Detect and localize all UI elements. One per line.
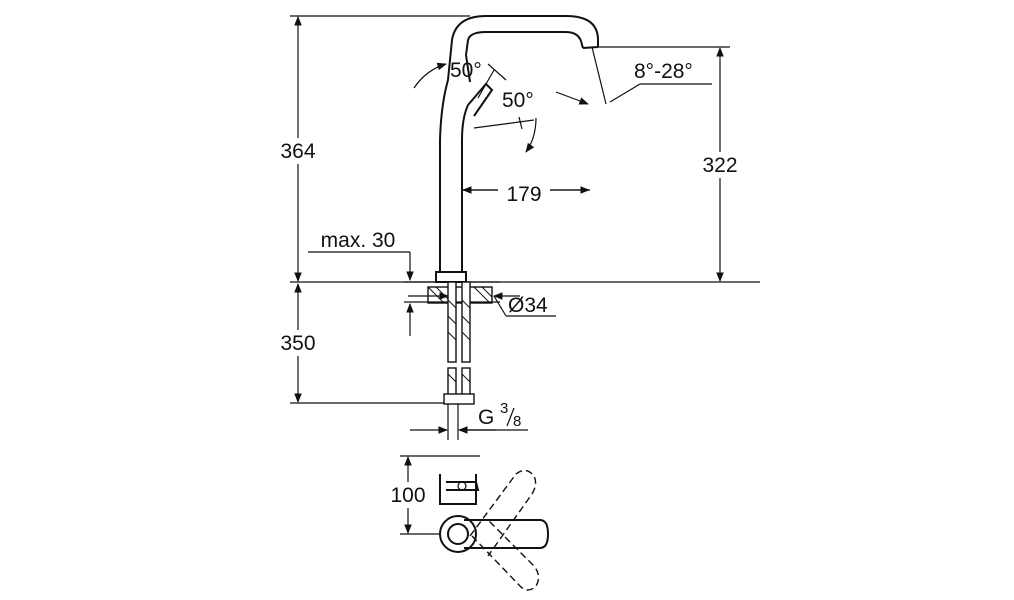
reference-lines — [290, 15, 760, 404]
dimension-deck-thickness: max. 30 — [308, 229, 414, 336]
angle-label-spout-swivel: 8°-28° — [634, 60, 693, 83]
angle-label-lever-side: 50° — [502, 89, 534, 112]
dim-label-top-depth: 100 — [390, 484, 425, 507]
dimension-top-depth: 100 — [382, 456, 434, 534]
dim-label-hose-length: 350 — [280, 332, 315, 355]
dim-label-spout-height: 322 — [702, 154, 737, 177]
spout-angle-marks — [555, 46, 712, 105]
dimension-hose-length: 350 — [272, 283, 324, 403]
dimension-connection-thread: G 3 8 — [410, 400, 528, 434]
dim-label-hole-diameter: Ø34 — [508, 294, 548, 317]
lever-angle-marks — [413, 62, 537, 153]
angle-label-lever-front: 50° — [450, 59, 482, 82]
dim-label-total-height: 364 — [280, 140, 315, 163]
faucet-body — [435, 15, 599, 283]
faucet-top-view — [400, 455, 550, 591]
dim-label-thread-g: G — [478, 406, 494, 429]
dim-label-thread-numerator: 3 — [500, 400, 508, 417]
dim-label-deck-thickness: max. 30 — [321, 229, 396, 252]
dimension-hole-diameter: Ø34 — [408, 292, 556, 317]
dim-label-spout-reach: 179 — [506, 183, 541, 206]
dimension-spout-reach: 179 — [462, 180, 590, 206]
dimension-total-height: 364 — [272, 16, 324, 282]
dimension-spout-height: 322 — [694, 47, 746, 282]
dim-label-thread-denominator: 8 — [513, 413, 521, 430]
